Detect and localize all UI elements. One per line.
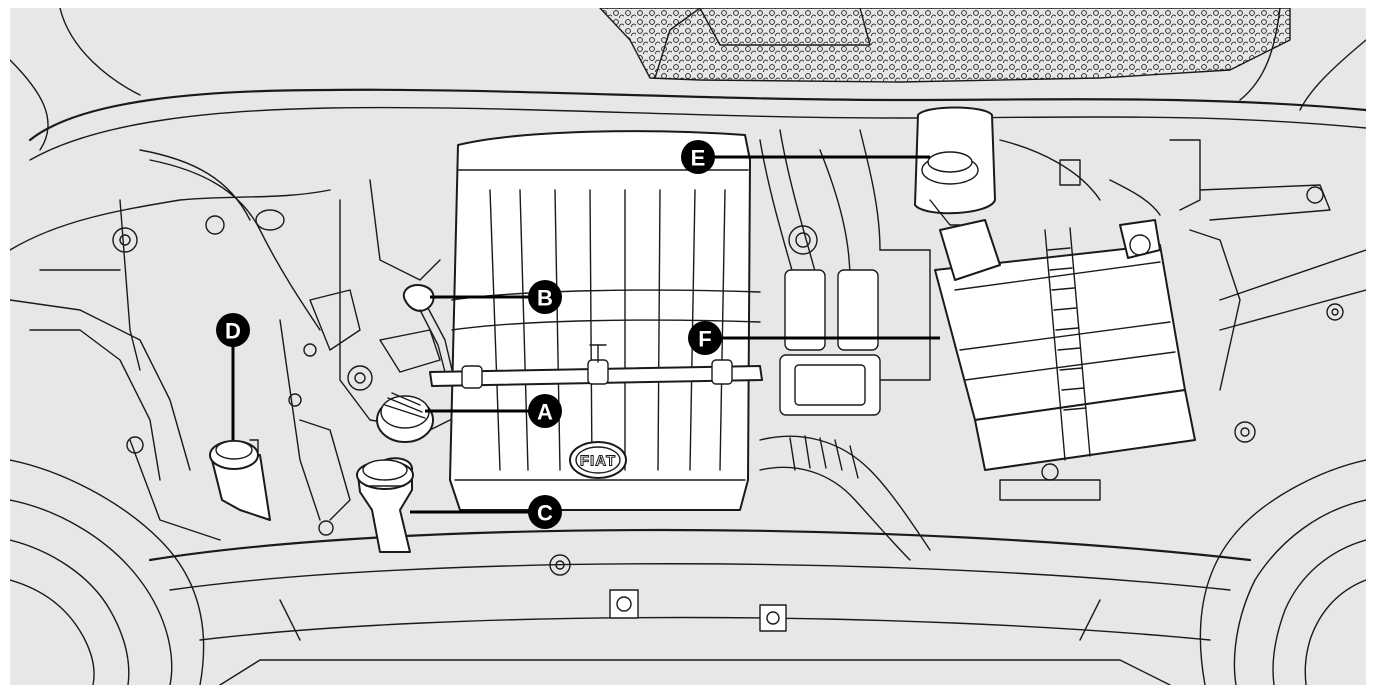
leader-lines	[231, 155, 940, 514]
fuse-box	[779, 249, 931, 416]
callout-b: B	[528, 280, 562, 314]
washer-reservoir	[209, 439, 271, 521]
callout-a: A	[528, 394, 562, 428]
engine-left-side	[279, 179, 451, 521]
cowl-grille	[599, 8, 1291, 83]
callout-c-label: C	[537, 501, 553, 526]
oil-filler-cap	[376, 392, 434, 443]
right-side-components	[999, 139, 1331, 391]
callout-b-label: B	[537, 286, 553, 311]
left-headlamp	[10, 436, 221, 685]
callout-d: D	[216, 313, 250, 347]
left-fender	[10, 149, 331, 481]
fuel-rail	[429, 344, 763, 389]
callout-f-label: F	[698, 327, 711, 352]
callout-a-label: A	[537, 400, 553, 425]
callout-f: F	[688, 321, 722, 355]
hood-opening	[10, 8, 1366, 161]
brake-fluid-reservoir	[914, 106, 996, 226]
battery	[934, 219, 1196, 501]
engine-cover: FIAT	[449, 130, 761, 511]
front-crossmember	[148, 520, 1252, 685]
intake-hoses	[759, 129, 931, 561]
right-headlamp	[1199, 249, 1366, 685]
callout-e-label: E	[691, 146, 706, 171]
callout-d-label: D	[225, 319, 241, 344]
coolant-reservoir	[356, 457, 414, 553]
callout-e: E	[681, 140, 715, 174]
fiat-logo-text: FIAT	[580, 453, 616, 470]
callout-c: C	[528, 495, 562, 529]
